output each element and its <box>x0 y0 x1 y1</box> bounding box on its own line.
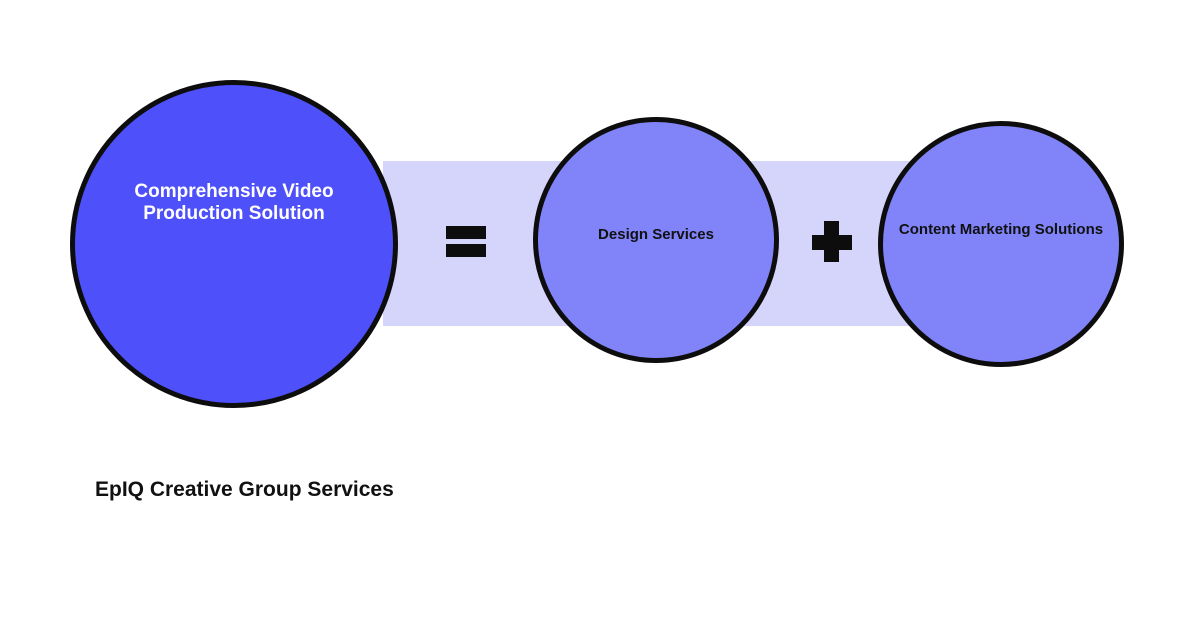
equals-top-bar <box>446 226 486 239</box>
plus-vertical-bar <box>824 221 839 262</box>
equals-bottom-bar <box>446 244 486 257</box>
plus-icon <box>812 221 852 262</box>
equals-icon <box>446 226 486 257</box>
design-services-label: Design Services <box>598 226 714 243</box>
diagram-title: EpIQ Creative Group Services <box>95 478 394 501</box>
content-marketing-label: Content Marketing Solutions <box>898 221 1104 238</box>
design-services-circle: Design Services <box>533 117 779 363</box>
result-circle-label: Comprehensive Video Production Solution <box>134 181 334 224</box>
content-marketing-circle: Content Marketing Solutions <box>878 121 1124 367</box>
result-circle: Comprehensive Video Production Solution <box>70 80 398 408</box>
